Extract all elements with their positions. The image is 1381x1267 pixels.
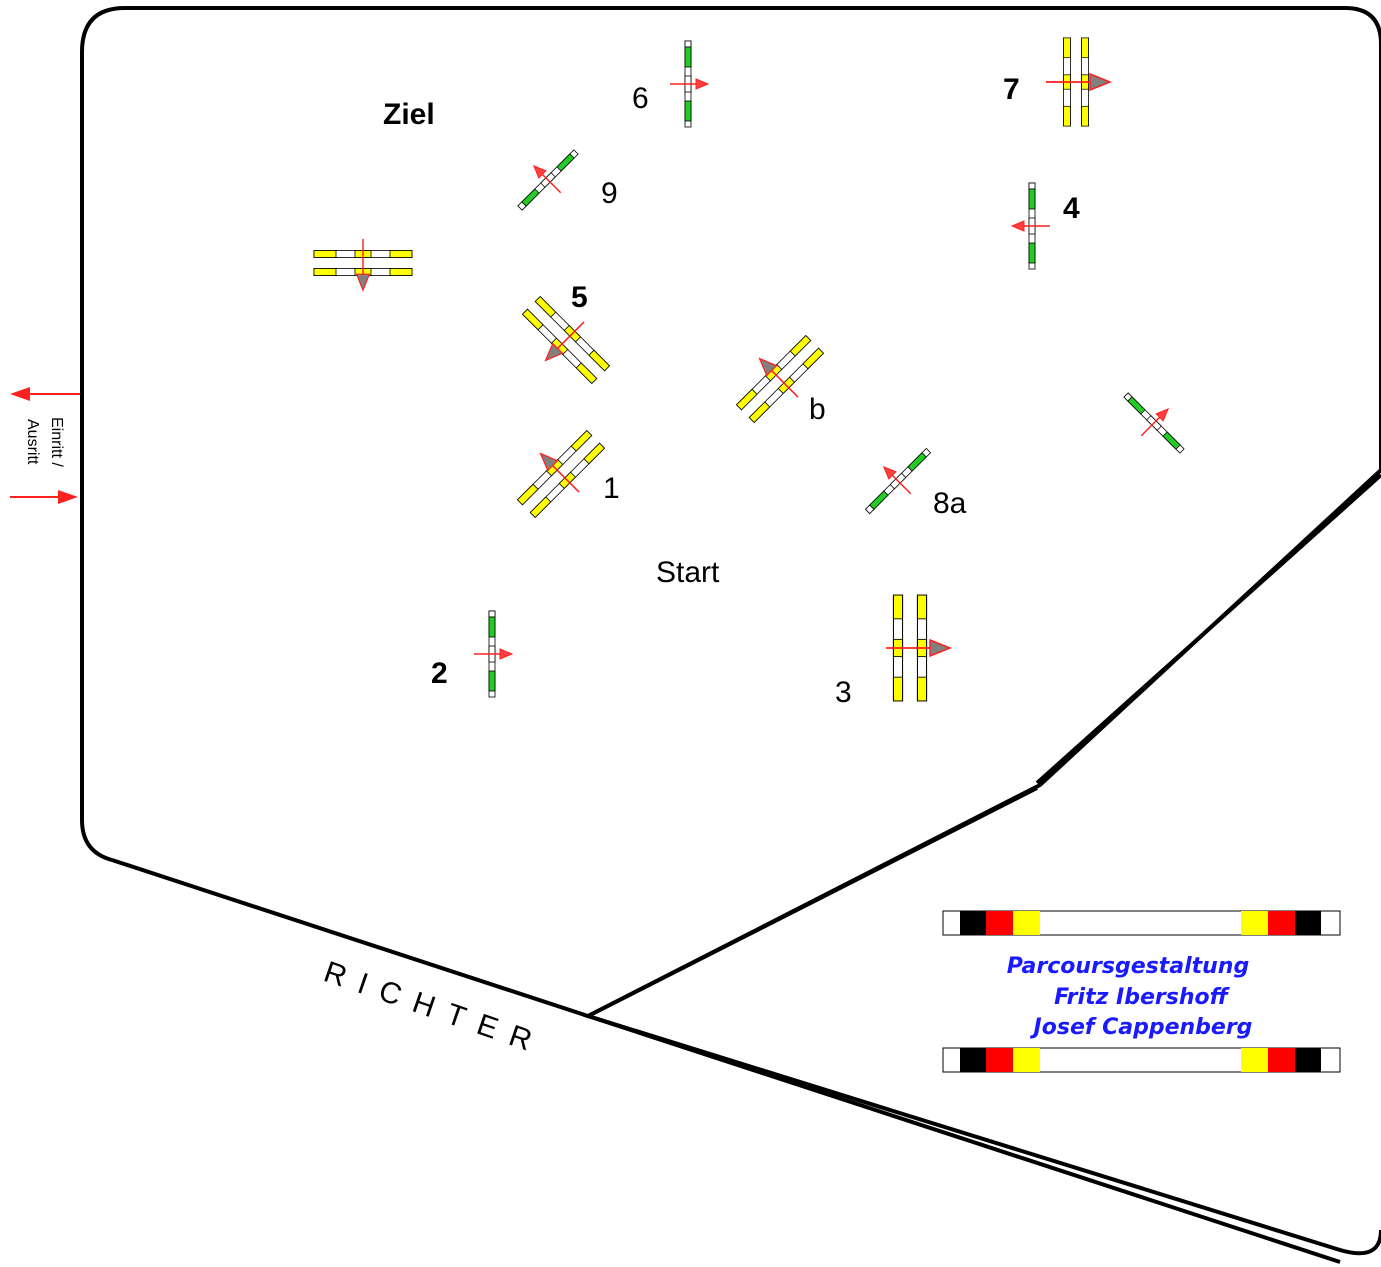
obstacle-9 — [517, 149, 579, 211]
obstacle-label-7: 7 — [1003, 73, 1020, 106]
obstacle-label-5: 5 — [571, 281, 588, 314]
obstacle-8a — [865, 448, 931, 514]
finish-label: Ziel — [383, 98, 435, 131]
arena-inner-wall — [587, 786, 1038, 1018]
obstacle-2 — [473, 610, 513, 698]
obstacle-label-4: 4 — [1063, 192, 1080, 225]
credit-line-1: Parcoursgestaltung — [1007, 954, 1249, 979]
obstacle-unnumbered-left — [314, 238, 412, 291]
obstacle-label-6: 6 — [632, 82, 649, 115]
entry-arrow — [10, 490, 78, 504]
obstacle-label-9: 9 — [601, 177, 618, 210]
arena-diagonal-wall — [1035, 473, 1381, 785]
credit-bar-bottom — [942, 1047, 1341, 1073]
start-label: Start — [656, 556, 720, 589]
obstacle-3 — [885, 594, 951, 702]
exit-label: Ausritt — [24, 419, 41, 465]
entry-label: Einritt / — [48, 417, 65, 467]
obstacle-5 — [523, 297, 610, 384]
obstacle-label-8a: 8a — [933, 487, 967, 520]
credit-bar-top — [942, 910, 1341, 936]
arena-lower-wall — [587, 1014, 1341, 1264]
obstacle-unnumbered-right — [1123, 392, 1185, 454]
judge-label: RICHTER — [320, 955, 549, 1062]
credit-line-3: Josef Cappenberg — [1030, 1015, 1253, 1040]
exit-arrow — [10, 387, 80, 401]
obstacle-label-3: 3 — [835, 676, 852, 709]
obstacle-label-2: 2 — [431, 657, 448, 690]
obstacle-7 — [1045, 37, 1111, 127]
obstacle-label-b: b — [809, 393, 826, 426]
obstacle-4 — [1011, 182, 1051, 270]
obstacle-1 — [518, 431, 605, 518]
obstacle-label-1: 1 — [603, 472, 620, 505]
arena-left-wall — [80, 6, 589, 1018]
credit-line-2: Fritz Ibershoff — [1054, 985, 1231, 1010]
obstacle-6 — [669, 40, 709, 128]
